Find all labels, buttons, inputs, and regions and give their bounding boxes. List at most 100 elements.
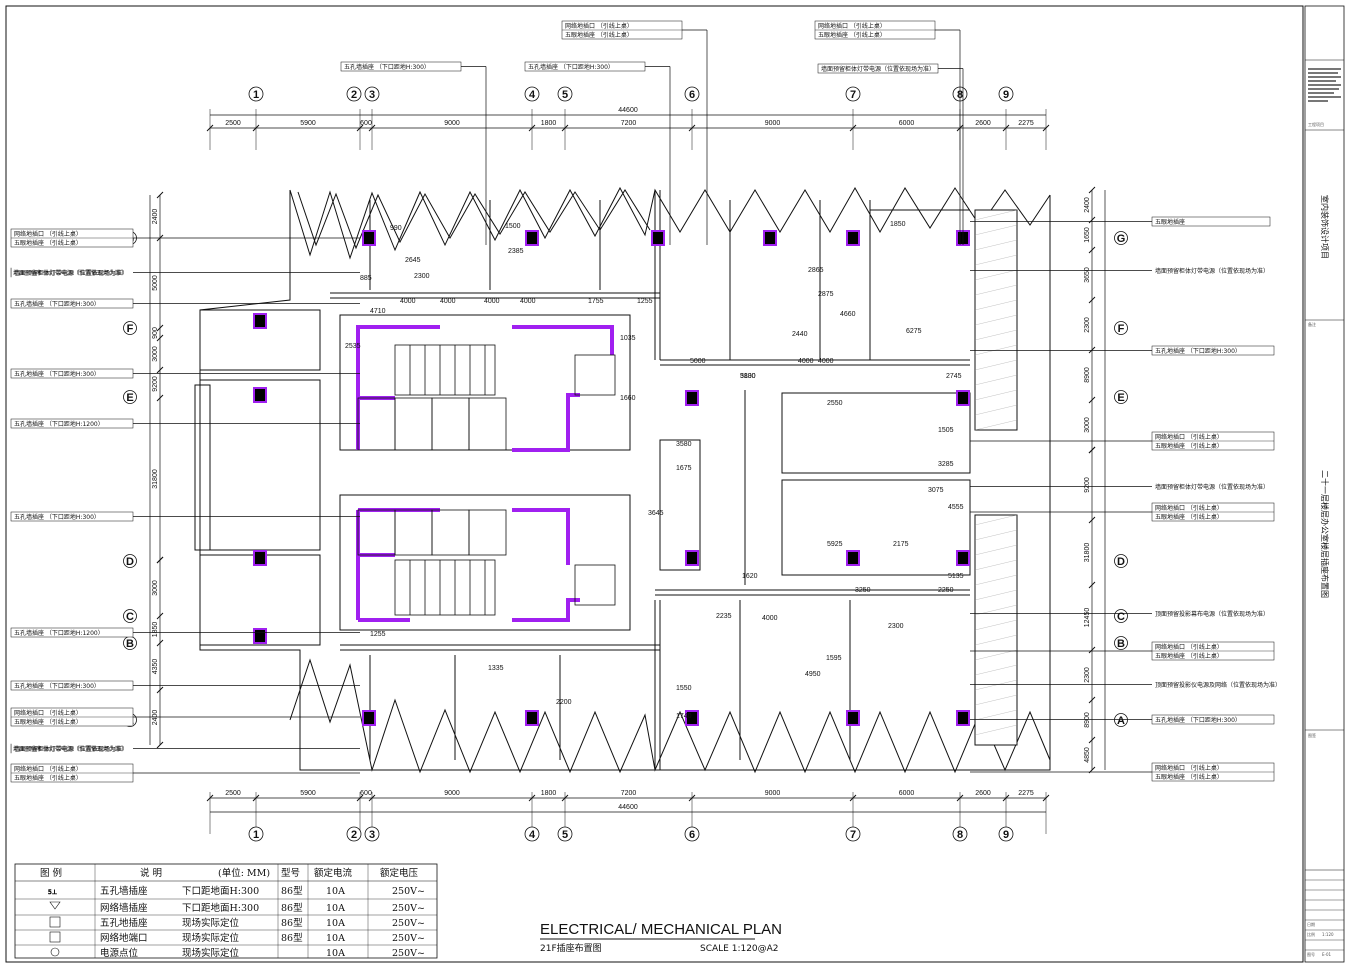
axis-label: D bbox=[1117, 556, 1125, 568]
dimension-label: 9200 bbox=[152, 376, 159, 392]
interior-dimension: 6275 bbox=[906, 328, 922, 335]
dimension-label: 9200 bbox=[1084, 477, 1091, 493]
dimension-label: 2400 bbox=[1084, 197, 1091, 213]
callout-text: 网络地插口 （引线上桌） bbox=[1155, 433, 1223, 441]
callout-text: 墙面预留柜体灯带电源（位置依现场为准） bbox=[821, 65, 935, 73]
axis-label: 3 bbox=[369, 829, 375, 841]
axis-bubble bbox=[1114, 636, 1128, 650]
interior-dimension: 2250 bbox=[938, 587, 954, 594]
structural-column bbox=[364, 712, 374, 724]
axis-bubble bbox=[123, 554, 137, 568]
axis-label: 6 bbox=[689, 89, 695, 101]
callout-text: 五眼地插座 （引线上桌） bbox=[1155, 513, 1223, 521]
drawing-title: ELECTRICAL/ MECHANICAL PLAN 21F插座布置图 SCA… bbox=[540, 921, 782, 954]
interior-dimension: 1505 bbox=[938, 427, 954, 434]
legend-row-note: 现场实际定位 bbox=[182, 947, 240, 959]
title-block-project-name: 室内装饰设计项目 bbox=[1320, 195, 1330, 259]
callout-text: 五眼地插座 （引线上桌） bbox=[818, 31, 886, 39]
axis-bubble bbox=[1114, 321, 1128, 335]
callout-leaders bbox=[133, 29, 1152, 774]
interior-dimension: 1660 bbox=[620, 395, 636, 402]
structural-columns bbox=[253, 230, 970, 726]
interior-dimension: 5000 bbox=[690, 358, 706, 365]
axis-label: 9 bbox=[1003, 89, 1009, 101]
dimension-label: 3000 bbox=[152, 580, 159, 596]
legend-row-note: 现场实际定位 bbox=[182, 932, 240, 944]
interior-dimension: 2865 bbox=[808, 267, 824, 274]
axis-bubble bbox=[998, 826, 1014, 842]
structural-column bbox=[527, 712, 537, 724]
legend-row-desc: 电源点位 bbox=[100, 947, 139, 959]
legend-row-model: 86型 bbox=[281, 933, 303, 944]
axis-label: 9 bbox=[1003, 829, 1009, 841]
dimension-label: 3650 bbox=[1084, 267, 1091, 283]
right-glazing-hatch bbox=[974, 209, 1018, 736]
legend-row-voltage: 250V~ bbox=[392, 903, 425, 914]
legend-table: 图 例 说 明 (单位: MM) 型号 额定电流 额定电压 五孔墙插座下口距地面… bbox=[14, 863, 438, 959]
interior-dimension: 2440 bbox=[792, 331, 808, 338]
dimension-label: 2275 bbox=[1018, 790, 1034, 797]
callout-text: 五孔墙插座 （下口距地H:300） bbox=[14, 300, 100, 308]
dimension-label: 2400 bbox=[152, 209, 159, 225]
structural-column bbox=[765, 232, 775, 244]
axis-bubble bbox=[524, 86, 540, 102]
dimension-label: 9000 bbox=[765, 790, 781, 797]
structural-column bbox=[687, 392, 697, 404]
callout-text: 五孔墙插座 （下口距地H:1200） bbox=[14, 420, 104, 428]
interior-dimension: 1255 bbox=[637, 298, 653, 305]
interior-dimension: 1755 bbox=[588, 298, 604, 305]
axis-label: C bbox=[126, 611, 134, 623]
dimension-label: 5900 bbox=[300, 790, 316, 797]
callout-text: 墙面预留柜体灯带电源（位置依现场为准） bbox=[14, 745, 128, 753]
structural-column bbox=[364, 232, 374, 244]
axis-label: 3 bbox=[369, 89, 375, 101]
callout-text: 墙面预留柜体灯带电源（位置依现场为准） bbox=[1155, 483, 1269, 491]
structural-column bbox=[527, 232, 537, 244]
interior-dimension: 2300 bbox=[888, 623, 904, 630]
title-block-drawing-name: 二十一层楼层办公室楼层插座布置图 bbox=[1320, 470, 1330, 598]
dimension-label: 600 bbox=[360, 120, 372, 127]
dimension-label: 6000 bbox=[899, 120, 915, 127]
callout-box bbox=[10, 627, 134, 638]
interior-dimension: 4000 bbox=[762, 615, 778, 622]
axis-label: B bbox=[1117, 638, 1125, 650]
interior-dimension: 2875 bbox=[818, 291, 834, 298]
callout-box bbox=[817, 63, 939, 74]
callout-text: 五孔地插座 （下口距地H:300） bbox=[14, 682, 100, 690]
dimension-label: 1800 bbox=[541, 120, 557, 127]
dimension-label: 2500 bbox=[225, 790, 241, 797]
legend-row-voltage: 250V~ bbox=[392, 886, 425, 897]
axis-label: 2 bbox=[351, 89, 357, 101]
dimension-label: 2500 bbox=[225, 120, 241, 127]
legend-row-current: 10A bbox=[326, 933, 345, 944]
callout-box bbox=[1151, 345, 1275, 356]
axis-label: E bbox=[126, 392, 133, 404]
axis-bubble bbox=[123, 321, 137, 335]
legend-header-current: 额定电流 bbox=[314, 867, 353, 879]
structural-column bbox=[255, 630, 265, 642]
interior-dimension: 3580 bbox=[676, 441, 692, 448]
callout-text: 五孔地插座 （下口距地H:300） bbox=[1155, 716, 1241, 724]
axis-bubble bbox=[1114, 609, 1128, 623]
callout-text: 五孔地插座 （下口距地H:300） bbox=[1155, 347, 1241, 355]
title-block: 工程项目 室内装饰设计项目 备注 二十一层楼层办公室楼层插座布置图 图签 日期 … bbox=[1305, 59, 1344, 957]
interior-dimension: 4950 bbox=[805, 671, 821, 678]
wall-socket-legend-icon: 5⊥ bbox=[48, 889, 57, 896]
interior-dimension: 4000 bbox=[440, 298, 456, 305]
right-dimension-chain: 2400165036502300890030009200318001245023… bbox=[1084, 186, 1106, 774]
axis-label: 5 bbox=[562, 89, 568, 101]
dimension-label: 7200 bbox=[621, 790, 637, 797]
axis-bubble bbox=[1114, 554, 1128, 568]
structural-column bbox=[687, 552, 697, 564]
axis-bubble bbox=[524, 826, 540, 842]
legend-row-model: 86型 bbox=[281, 886, 303, 897]
dimension-label: 2600 bbox=[975, 790, 991, 797]
callout-box bbox=[1151, 216, 1271, 227]
title-block-remark-label: 备注 bbox=[1308, 321, 1316, 327]
callout-box bbox=[10, 298, 134, 309]
dimension-label: 12450 bbox=[1084, 608, 1091, 628]
axis-bubble bbox=[845, 86, 861, 102]
